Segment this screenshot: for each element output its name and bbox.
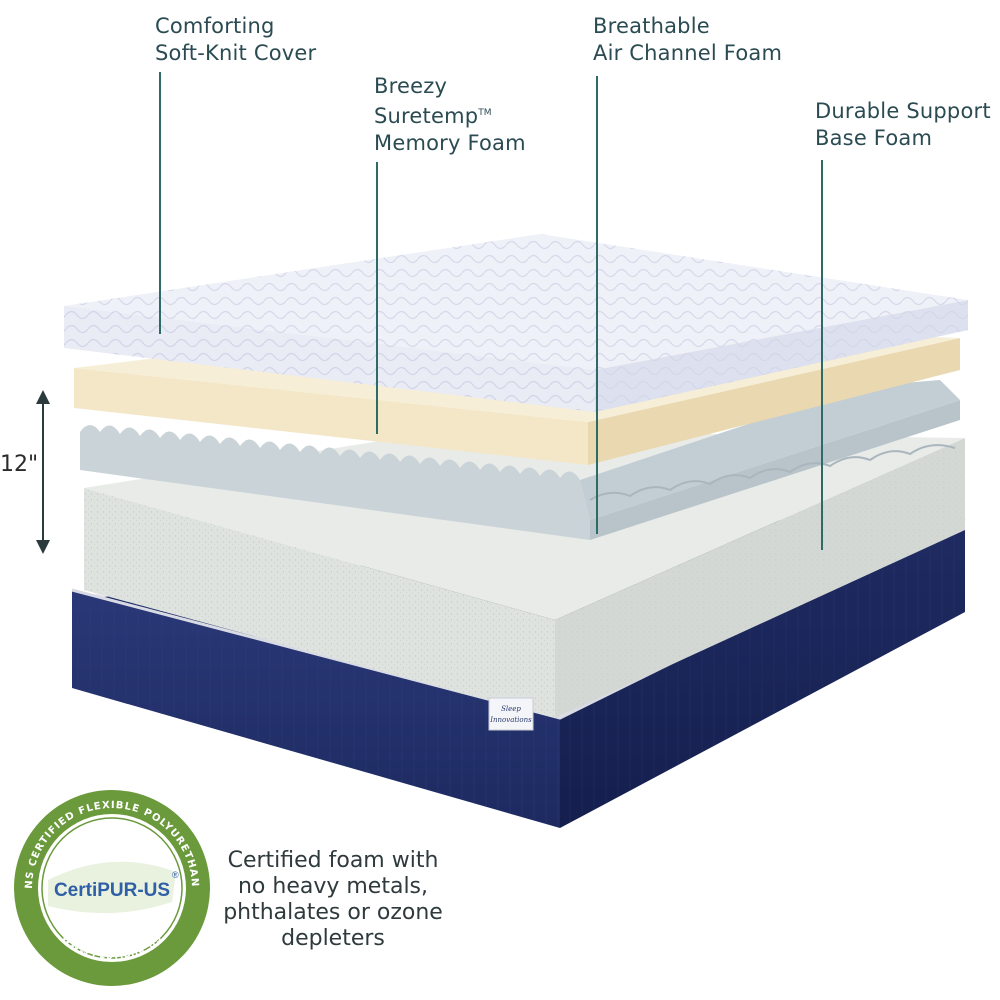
label-cover-line-2: Soft-Knit Cover <box>155 41 317 65</box>
brand-tag: Sleep Innovations <box>488 697 534 731</box>
leader-line-support <box>821 160 823 550</box>
label-support-line-2: Base Foam <box>815 126 933 150</box>
cover-layer <box>64 234 968 412</box>
height-arrow <box>36 390 50 554</box>
seal-logo-text: CertiPUR-US <box>54 880 170 901</box>
label-memory: Breezy SuretempTM Memory Foam <box>374 73 526 157</box>
leader-line-cover <box>159 72 161 334</box>
cert-line-2: no heavy metals, <box>237 874 429 899</box>
label-support: Durable Support Base Foam <box>815 98 991 152</box>
leader-line-memory <box>376 162 378 434</box>
trademark-mark: TM <box>478 108 492 118</box>
label-air-channel: Breathable Air Channel Foam <box>593 13 782 67</box>
label-memory-suretemp: Suretemp <box>374 104 479 128</box>
label-memory-line-2: SuretempTM <box>374 100 526 130</box>
label-air-line-2: Air Channel Foam <box>593 41 783 65</box>
label-cover: Comforting Soft-Knit Cover <box>155 13 316 67</box>
certification-statement: Certified foam with no heavy metals, pht… <box>208 848 458 952</box>
brand-tag-line-2: Innovations <box>489 716 532 724</box>
leader-line-air <box>596 76 598 534</box>
label-support-line-1: Durable Support <box>815 99 991 123</box>
height-label: 12" <box>0 452 39 477</box>
label-cover-line-1: Comforting <box>155 14 275 38</box>
cert-line-1: Certified foam with <box>227 848 439 873</box>
label-memory-line-3: Memory Foam <box>374 131 526 155</box>
seal-registered-mark: ® <box>172 870 179 880</box>
label-memory-line-1: Breezy <box>374 74 448 98</box>
cert-line-4: depleters <box>281 926 385 951</box>
air-channel-foam-layer <box>80 380 960 540</box>
cert-line-3: phthalates or ozone <box>223 900 443 925</box>
label-air-line-1: Breathable <box>593 14 710 38</box>
brand-tag-line-1: Sleep <box>501 705 521 713</box>
